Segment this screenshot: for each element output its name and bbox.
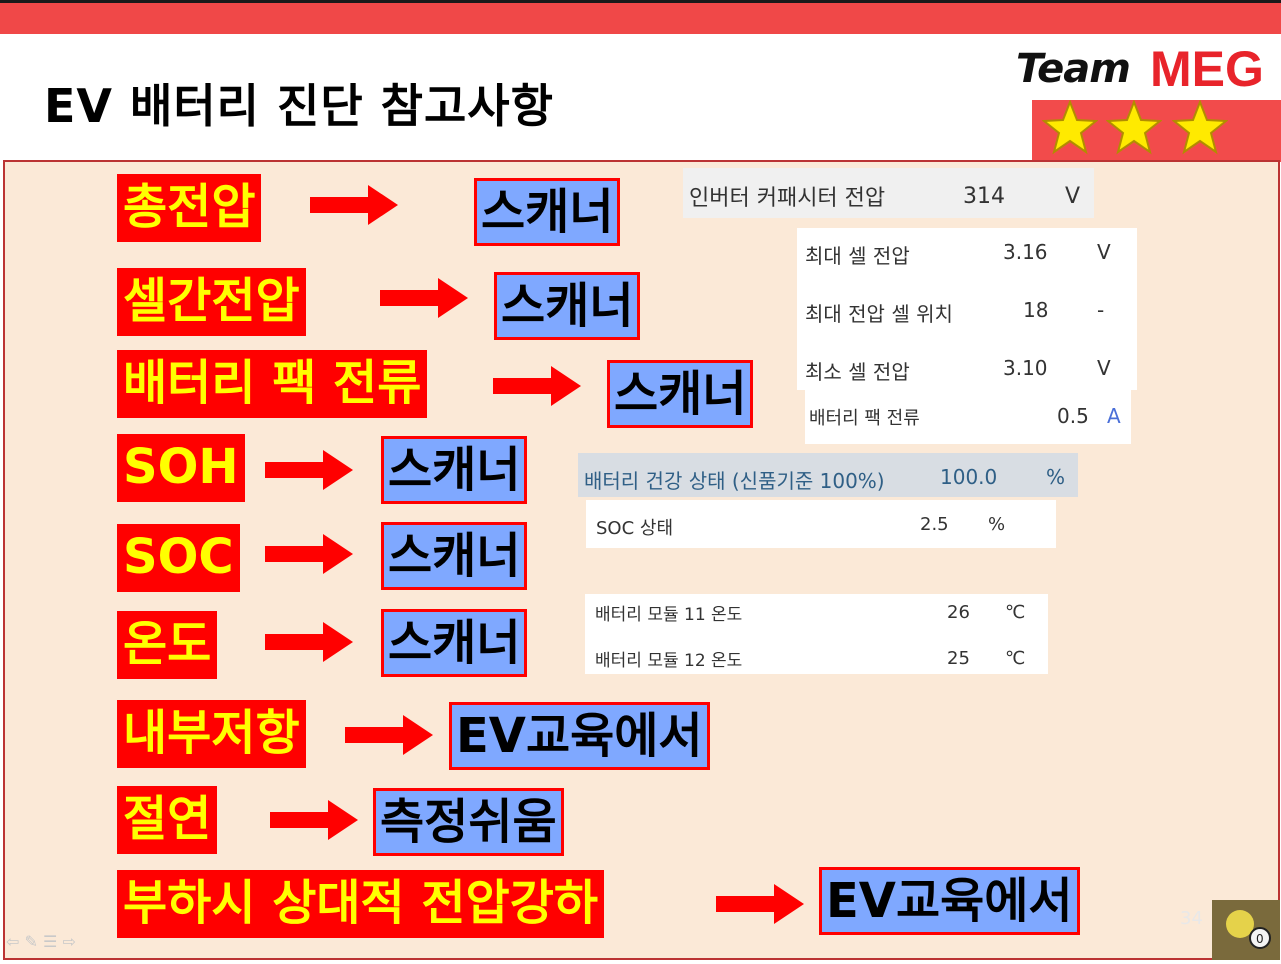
- inverter-value: 314: [963, 184, 1005, 209]
- arrow-right-icon: [265, 622, 353, 662]
- min-cell-voltage-value: 3.10: [1003, 356, 1048, 380]
- inverter-name: 인버터 커패시터 전압: [689, 186, 886, 211]
- label-voltage-drop: 부하시 상대적 전압강하: [117, 870, 605, 938]
- arrow-right-icon: [345, 715, 433, 755]
- label-cell-voltage: 셀간전압: [117, 268, 306, 336]
- logo-team-text: Team: [1016, 46, 1131, 92]
- value-insulation: 측정쉬움: [373, 788, 564, 856]
- max-cell-voltage-name: 최대 셀 전압: [805, 244, 910, 268]
- arrow-right-icon: [265, 534, 353, 574]
- module-12-temp-name: 배터리 모듈 12 온도: [595, 651, 743, 671]
- value-total-voltage: 스캐너: [474, 178, 621, 246]
- soh-unit: %: [1046, 465, 1066, 489]
- label-soc: SOC: [117, 524, 240, 592]
- arrow-right-icon: [310, 185, 398, 225]
- soc-value: 2.5: [920, 514, 949, 535]
- label-soh: SOH: [117, 434, 245, 502]
- module-11-temp-value: 26: [947, 602, 970, 623]
- menu-icon[interactable]: ☰: [43, 932, 58, 951]
- prev-arrow-icon[interactable]: ⇦: [6, 932, 20, 951]
- label-temperature: 온도: [117, 611, 218, 679]
- soh-value: 100.0: [940, 465, 998, 489]
- module-12-temp-unit: ℃: [1005, 648, 1026, 669]
- arrow-right-icon: [493, 366, 581, 406]
- slide-title: EV 배터리 진단 참고사항: [44, 79, 554, 133]
- pack-current-unit: A: [1107, 404, 1121, 428]
- max-cell-voltage-unit: V: [1097, 240, 1111, 264]
- team-meg-logo: Team MEG: [1010, 40, 1268, 102]
- value-pack-current: 스캐너: [607, 360, 754, 428]
- inverter-unit: V: [1065, 184, 1081, 209]
- panel-soc: SOC 상태 2.5 %: [586, 500, 1056, 548]
- module-11-temp-name: 배터리 모듈 11 온도: [595, 605, 743, 625]
- max-cell-voltage-value: 3.16: [1003, 240, 1048, 264]
- corner-photo: 0: [1212, 900, 1280, 960]
- value-soh: 스캐너: [381, 436, 528, 504]
- min-cell-voltage-unit: V: [1097, 356, 1111, 380]
- panel-soh: 배터리 건강 상태 (신품기준 100%) 100.0 %: [578, 453, 1078, 497]
- pen-icon[interactable]: ✎: [24, 932, 38, 951]
- star-icon: [1042, 100, 1098, 155]
- panel-temperature: 배터리 모듈 11 온도 26 ℃ 배터리 모듈 12 온도 25 ℃: [585, 594, 1048, 674]
- label-insulation: 절연: [117, 786, 218, 854]
- value-cell-voltage: 스캐너: [494, 272, 641, 340]
- star-icon: [1106, 100, 1162, 155]
- label-internal-resistance: 내부저항: [117, 700, 306, 768]
- star-icon: [1172, 100, 1228, 155]
- module-12-temp-value: 25: [947, 648, 970, 669]
- arrow-right-icon: [380, 278, 468, 318]
- max-cell-position-value: 18: [1023, 298, 1049, 322]
- pack-current-value: 0.5: [1057, 404, 1089, 428]
- panel-pack-current: 배터리 팩 전류 0.5 A: [805, 390, 1131, 444]
- module-11-temp-unit: ℃: [1005, 602, 1026, 623]
- value-internal-resistance: EV교육에서: [449, 702, 710, 770]
- value-voltage-drop: EV교육에서: [819, 867, 1080, 935]
- slide-nav-controls[interactable]: ⇦ ✎ ☰ ⇨: [6, 932, 76, 951]
- soh-name: 배터리 건강 상태 (신품기준 100%): [584, 469, 885, 493]
- stars-banner: [1032, 100, 1281, 162]
- arrow-right-icon: [716, 884, 804, 924]
- pack-current-name: 배터리 팩 전류: [809, 408, 920, 429]
- max-cell-position-unit: -: [1097, 298, 1105, 322]
- max-cell-position-name: 최대 전압 셀 위치: [805, 302, 953, 326]
- logo-brand-text: MEG: [1150, 41, 1264, 97]
- arrow-right-icon: [265, 450, 353, 490]
- value-temperature: 스캐너: [381, 609, 528, 677]
- soc-name: SOC 상태: [596, 518, 674, 539]
- soc-unit: %: [988, 514, 1006, 535]
- arrow-right-icon: [270, 800, 358, 840]
- svg-text:0: 0: [1256, 932, 1264, 946]
- panel-cell-voltage: 최대 셀 전압 3.16 V 최대 전압 셀 위치 18 - 최소 셀 전압 3…: [797, 228, 1137, 390]
- min-cell-voltage-name: 최소 셀 전압: [805, 360, 910, 384]
- next-arrow-icon[interactable]: ⇨: [62, 932, 76, 951]
- device-image-icon: 0: [1226, 910, 1271, 949]
- top-bar: [0, 0, 1281, 34]
- page-number: 34: [1180, 908, 1203, 929]
- label-total-voltage: 총전압: [117, 174, 262, 242]
- value-soc: 스캐너: [381, 522, 528, 590]
- label-pack-current: 배터리 팩 전류: [117, 350, 428, 418]
- panel-inverter-voltage: 인버터 커패시터 전압 314 V: [683, 168, 1094, 218]
